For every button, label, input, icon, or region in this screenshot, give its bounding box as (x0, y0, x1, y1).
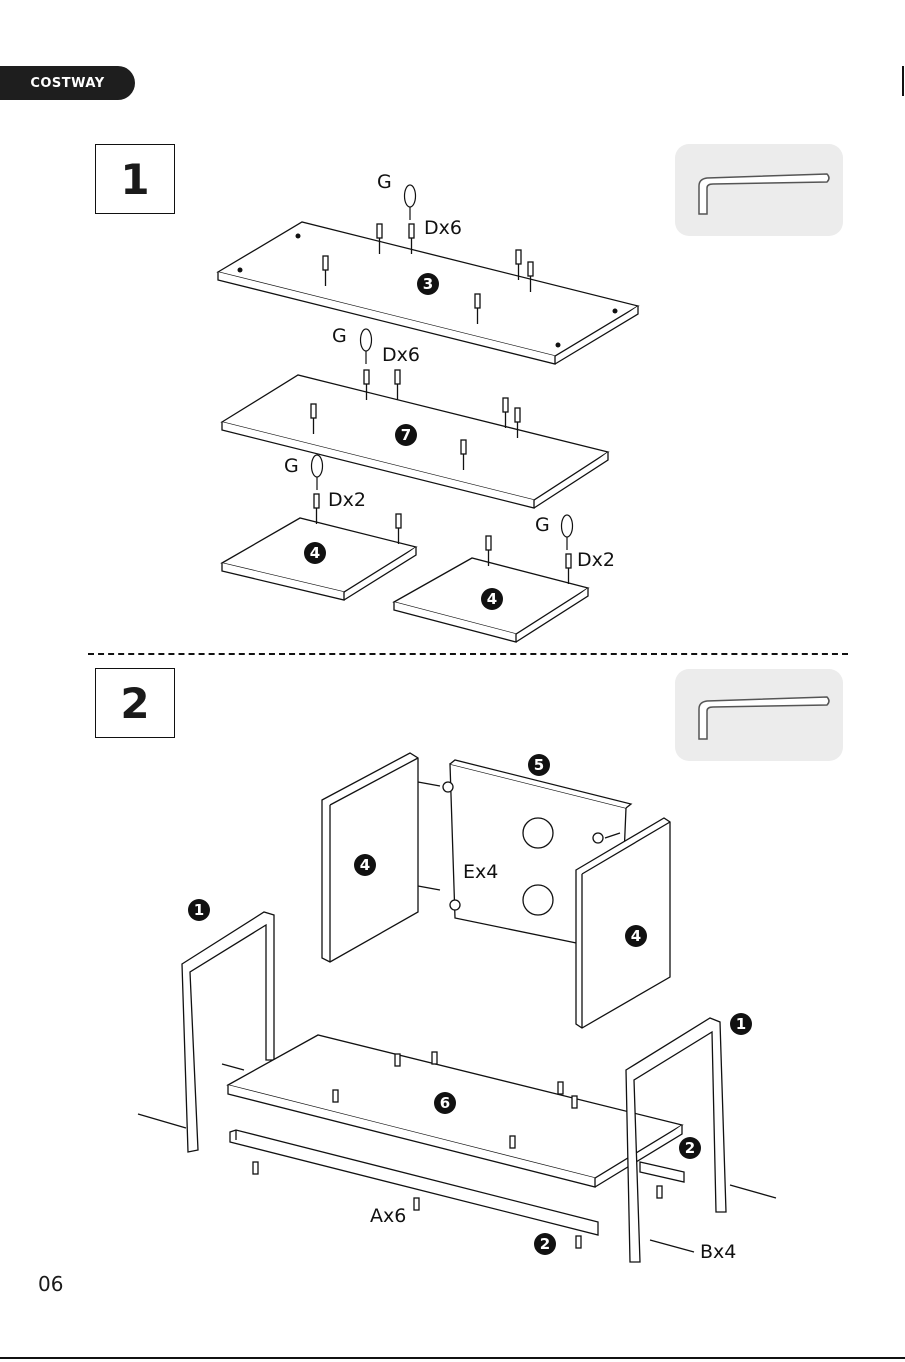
frame-1-right (626, 1018, 726, 1262)
part-6-badge: 6 (440, 1094, 450, 1112)
part-5-badge: 5 (534, 756, 544, 774)
part-4-badge: 4 (487, 590, 497, 608)
part-2-badge: 2 (685, 1139, 695, 1157)
bar-2-back (640, 1162, 684, 1182)
frame-1-left (182, 912, 274, 1152)
label-g: G (377, 171, 392, 193)
label-b: Bx4 (700, 1241, 736, 1263)
part-2-badge: 2 (540, 1235, 550, 1253)
part-4-badge: 4 (360, 856, 370, 874)
label-d: Dx2 (328, 489, 366, 511)
label-a: Ax6 (370, 1205, 406, 1227)
tool-panel-step-2 (675, 669, 843, 761)
side-panel-4-right (576, 818, 670, 1028)
label-g: G (284, 455, 299, 477)
label-g: G (535, 514, 550, 536)
label-e: Ex4 (463, 861, 498, 883)
shelf-6 (228, 1035, 682, 1178)
bar-2-front (230, 1130, 598, 1235)
part-1-badge: 1 (736, 1015, 746, 1033)
label-d: Dx6 (382, 344, 420, 366)
label-g: G (332, 325, 347, 347)
label-d: Dx2 (577, 549, 615, 571)
part-1-badge: 1 (194, 901, 204, 919)
part-4-badge: 4 (310, 544, 320, 562)
step-2-number: 2 (95, 668, 175, 738)
part-4-badge: 4 (631, 927, 641, 945)
allen-key-icon (675, 669, 843, 761)
part-3-badge: 3 (423, 275, 433, 293)
step-1-diagram: G Dx6 3 G Dx6 7 G Dx2 4 G Dx2 4 (0, 0, 905, 660)
side-panel-4-left (322, 753, 418, 962)
footer-rule (0, 1357, 905, 1359)
page-number: 06 (38, 1272, 63, 1296)
back-panel-5 (450, 764, 626, 952)
part-7-badge: 7 (401, 426, 411, 444)
label-d: Dx6 (424, 217, 462, 239)
